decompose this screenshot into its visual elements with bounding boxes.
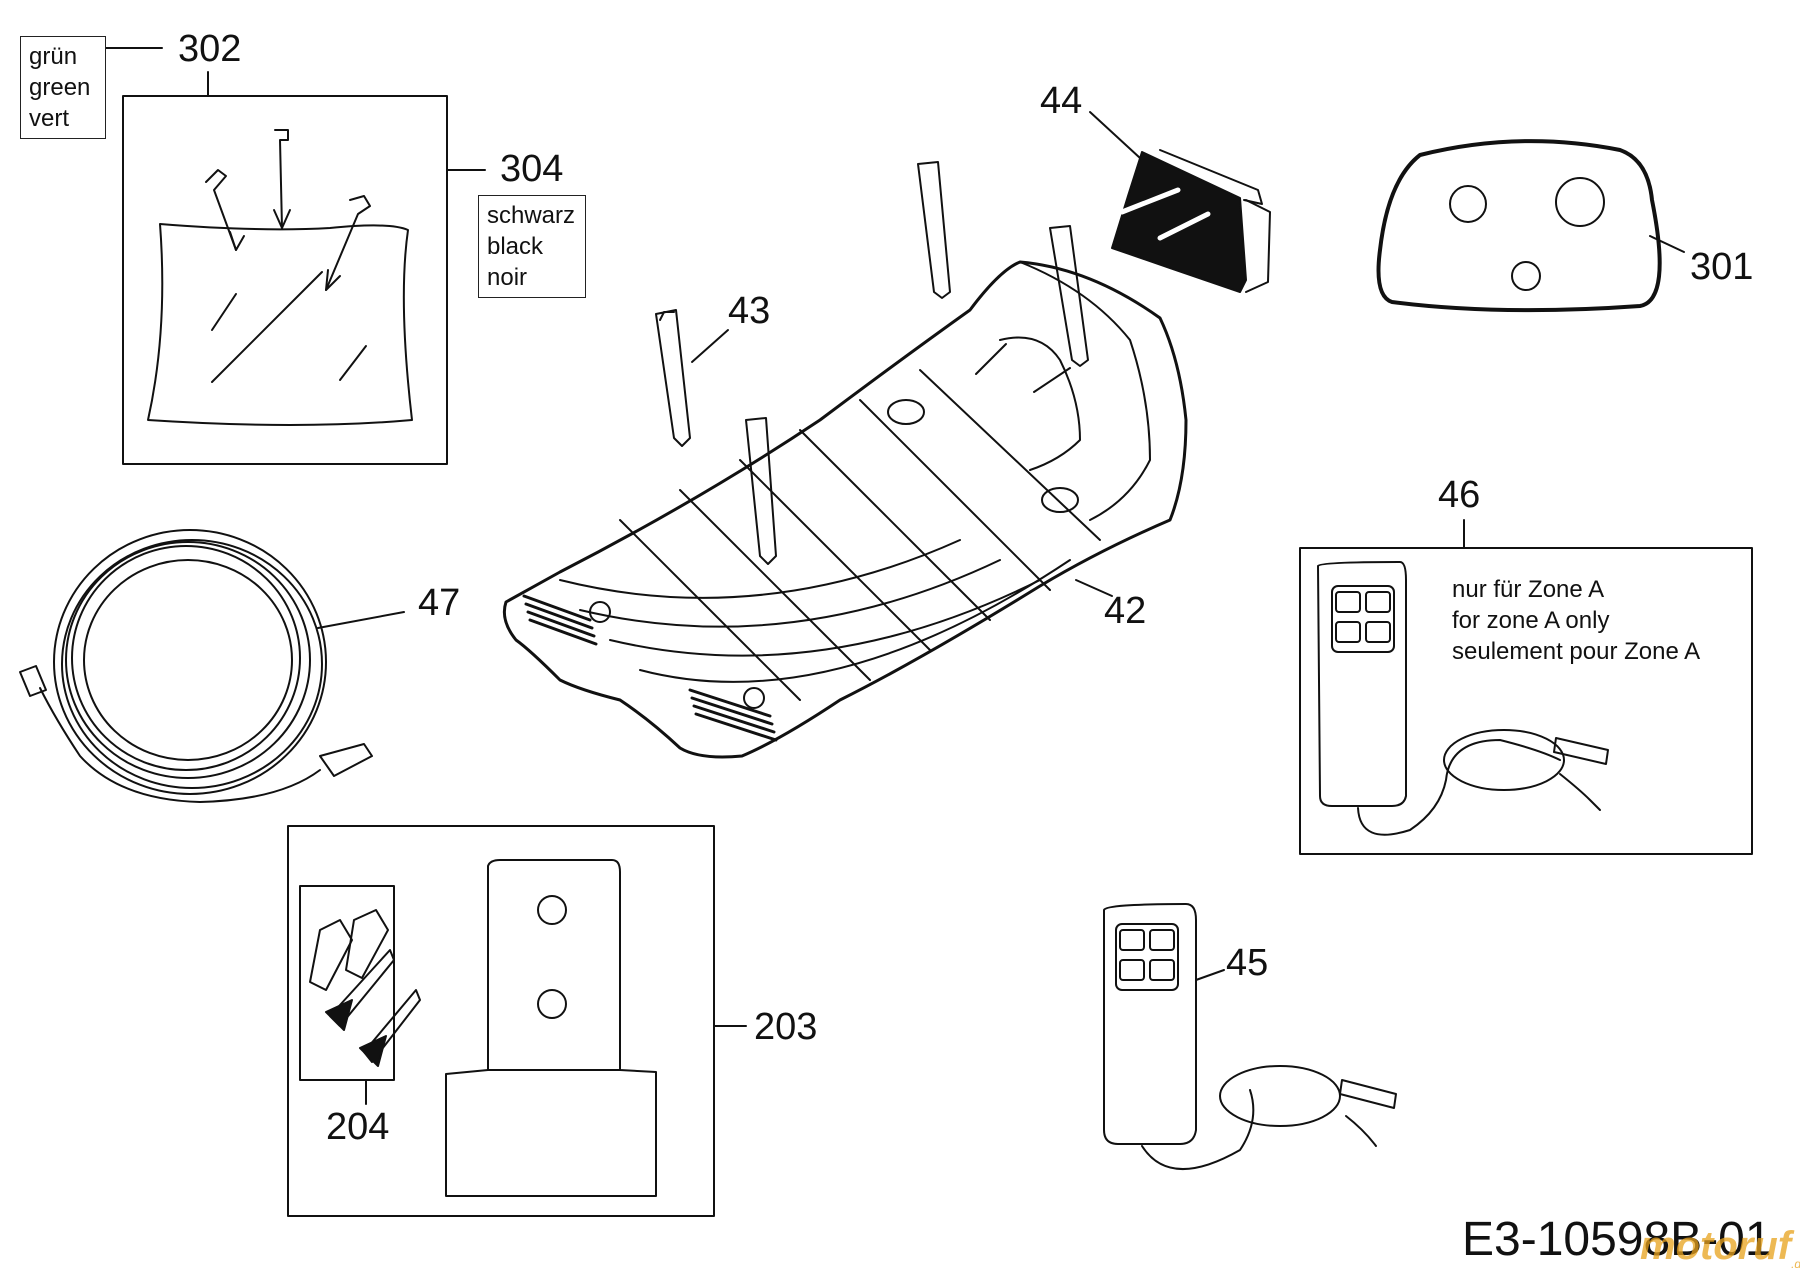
color-note-black-de: schwarz xyxy=(487,202,576,229)
label-203: 203 xyxy=(754,1006,818,1048)
color-note-green: grün green vert xyxy=(20,36,106,139)
part-47-cable-coil xyxy=(19,529,405,803)
color-note-black-en: black xyxy=(487,233,544,260)
label-304: 304 xyxy=(500,148,564,190)
label-301: 301 xyxy=(1690,246,1754,288)
label-43: 43 xyxy=(728,290,771,332)
zone-a-note-de: nur für Zone A xyxy=(1452,576,1605,603)
part-42-base-plate xyxy=(502,260,1188,759)
label-45: 45 xyxy=(1226,942,1269,984)
document-id: E3-10598B-01 xyxy=(1462,1213,1772,1266)
part-301-gasket xyxy=(1376,139,1685,313)
label-46: 46 xyxy=(1438,474,1481,516)
part-43-stakes xyxy=(655,161,1089,565)
zone-a-note-en: for zone A only xyxy=(1452,607,1610,634)
part-46-remote-panel xyxy=(1299,519,1753,855)
watermark-text: motoruf xyxy=(1640,1224,1792,1268)
watermark-suffix: .de xyxy=(1791,1257,1800,1271)
label-44: 44 xyxy=(1040,80,1083,122)
color-note-green-de: grün xyxy=(29,43,78,70)
watermark-logo: motoruf.de xyxy=(1640,1226,1800,1270)
part-304-peg-bag xyxy=(122,71,486,465)
label-47: 47 xyxy=(418,582,461,624)
label-302: 302 xyxy=(178,28,242,70)
label-204: 204 xyxy=(326,1106,390,1148)
zone-a-note-fr: seulement pour Zone A xyxy=(1452,638,1701,665)
part-44-contact-block xyxy=(1089,111,1271,293)
color-note-black-fr: noir xyxy=(487,264,528,291)
part-203-mounting-kit xyxy=(287,825,747,1217)
color-note-green-fr: vert xyxy=(29,105,70,132)
label-42: 42 xyxy=(1104,590,1147,632)
color-note-green-en: green xyxy=(29,74,91,101)
color-note-black: schwarz black noir xyxy=(478,195,586,298)
part-45-remote xyxy=(1103,903,1397,1170)
zone-a-note: nur für Zone A for zone A only seulement… xyxy=(1452,574,1700,667)
